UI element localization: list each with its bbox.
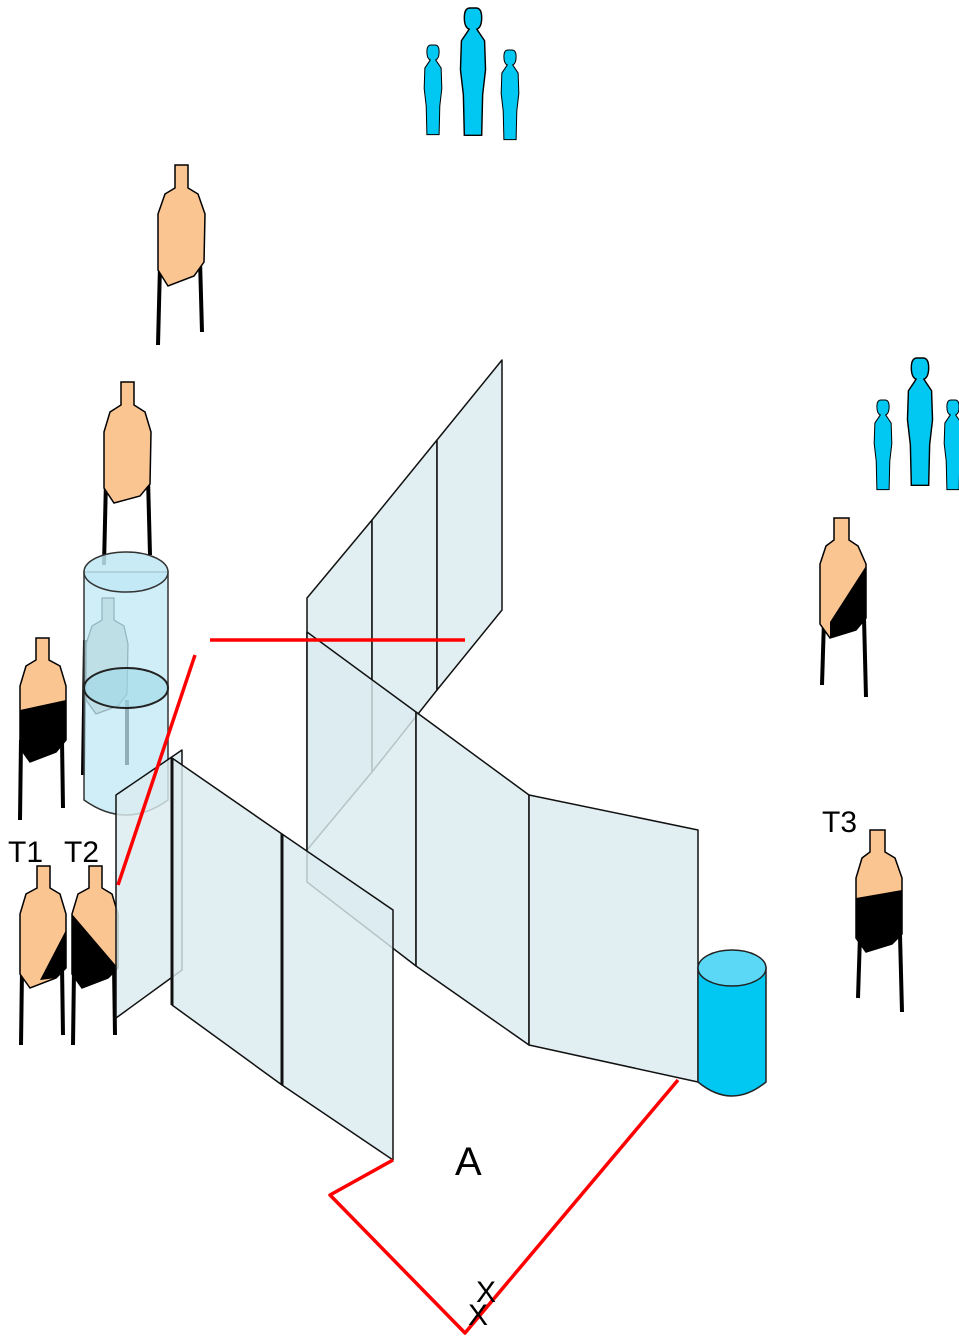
fault-lines — [116, 638, 680, 1335]
paper-target-left-2 — [102, 381, 152, 566]
paper-target-top-left — [156, 164, 206, 346]
barrel-icon — [697, 949, 767, 1097]
paper-target-t1 — [19, 865, 67, 1046]
paper-target-right — [819, 517, 868, 698]
paper-target-t3 — [855, 829, 904, 1013]
label-start-area: A — [455, 1140, 482, 1184]
start-mark-2: X — [468, 1299, 488, 1332]
paper-target-t2 — [71, 865, 119, 1046]
no-shoot-group-right — [873, 357, 959, 491]
glass-barrel — [83, 551, 169, 816]
label-t1: T1 — [8, 836, 43, 869]
paper-target-left-3 — [18, 637, 67, 821]
start-mark-1: X — [476, 1276, 496, 1309]
label-t2: T2 — [64, 836, 99, 869]
no-shoot-group-top — [423, 7, 520, 141]
label-t3: T3 — [822, 806, 857, 839]
